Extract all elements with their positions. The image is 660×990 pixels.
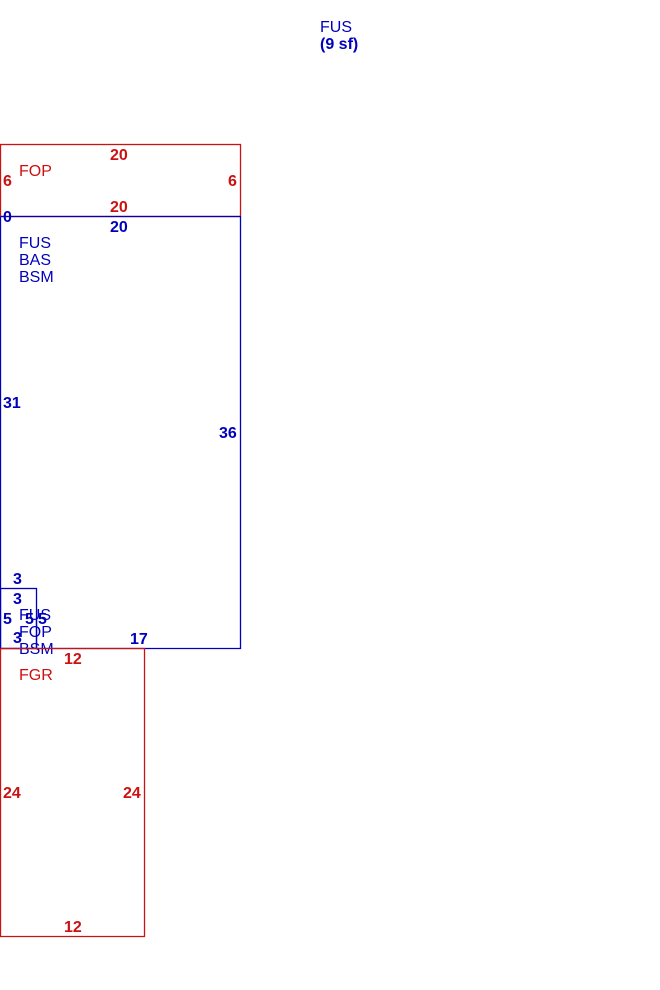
garage-label: FGR	[19, 667, 53, 684]
small-label-2: FOP	[19, 624, 52, 641]
dim-fop-top-left: 6	[3, 173, 12, 190]
dim-main-right: 36	[219, 425, 237, 442]
summary-area: (9 sf)	[320, 36, 358, 53]
summary-name: FUS	[320, 19, 352, 36]
dim-main-left: 31	[3, 395, 21, 412]
dim-small-top-outer: 3	[13, 571, 22, 588]
garage-outline	[0, 647, 146, 938]
dim-fop-top-top: 20	[110, 147, 128, 164]
dim-garage-top: 12	[64, 651, 82, 668]
dim-fop-top-bottom: 20	[110, 199, 128, 216]
dim-main-bottom: 17	[130, 631, 148, 648]
dim-small-bottom: 3	[13, 630, 22, 647]
small-label-1: FUS	[19, 607, 51, 624]
dim-garage-bottom: 12	[64, 919, 82, 936]
fop-top-label: FOP	[19, 163, 52, 180]
dim-small-left: 5	[3, 611, 12, 628]
dim-main-top: 20	[110, 219, 128, 236]
main-label-3: BSM	[19, 269, 54, 286]
dim-fop-top-right: 6	[228, 173, 237, 190]
dim-small-top-inner: 3	[13, 591, 22, 608]
dim-garage-right: 24	[123, 785, 141, 802]
dim-main-left-zero: 0	[3, 209, 12, 226]
small-label-3: BSM	[19, 641, 54, 658]
dim-small-inner-b: 5	[38, 611, 47, 628]
main-label-1: FUS	[19, 235, 51, 252]
main-outline	[0, 215, 242, 650]
dim-garage-left: 24	[3, 785, 21, 802]
main-label-2: BAS	[19, 252, 51, 269]
dim-small-inner-a: 5	[25, 611, 34, 628]
